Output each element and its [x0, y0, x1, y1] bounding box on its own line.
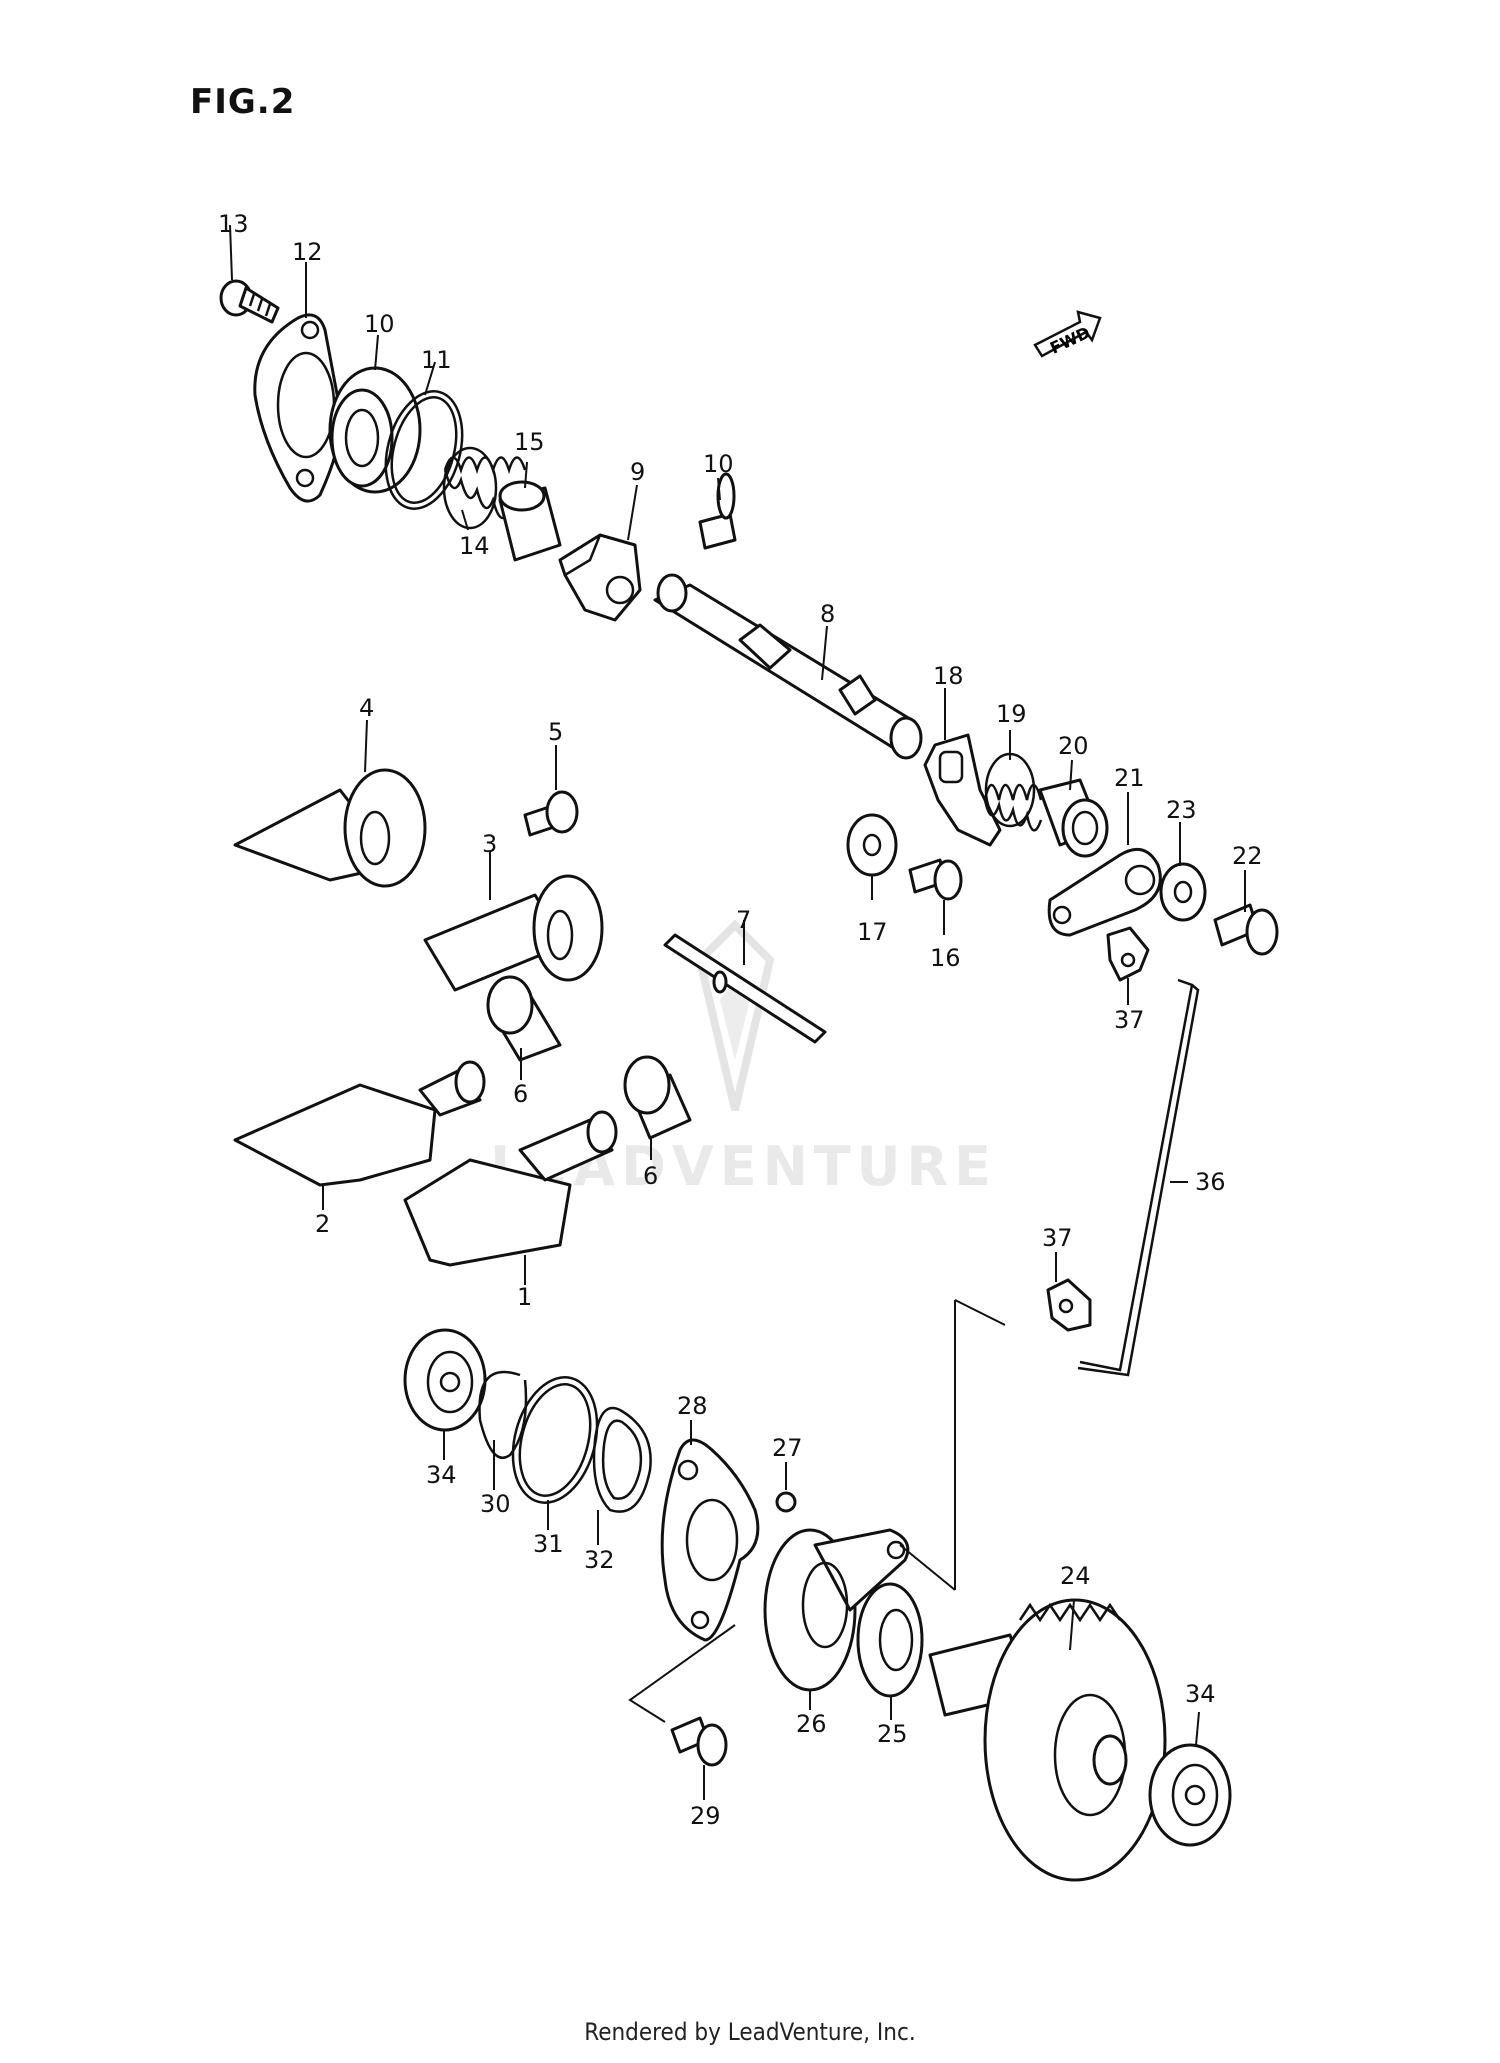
washer-26 — [856, 1582, 924, 1698]
ball-28 — [775, 1491, 797, 1513]
callout-18: 17 — [857, 918, 888, 946]
callout-2: 2 — [315, 1210, 330, 1238]
callout-29: 28 — [677, 1392, 708, 1420]
callout-22: 21 — [1114, 764, 1145, 792]
callout-25: 24 — [1060, 1562, 1091, 1590]
callout-34-left: 34 — [426, 1461, 457, 1489]
callout-10: 10 — [703, 450, 734, 478]
callout-7: 7 — [736, 906, 751, 934]
callout-24: 23 — [1166, 796, 1197, 824]
plate-29 — [660, 1438, 760, 1642]
fwd-arrow-icon: FWD — [1033, 310, 1102, 358]
lever-block-9 — [558, 533, 642, 622]
rod-35 — [1077, 978, 1200, 1377]
bolt-5 — [523, 790, 579, 837]
shaft-8 — [653, 573, 923, 760]
valve-3 — [423, 874, 604, 992]
callout-11: 10 — [364, 310, 395, 338]
guide-27 — [763, 1528, 910, 1692]
circlip-31 — [478, 1370, 528, 1459]
callout-8: 8 — [820, 600, 835, 628]
ring-32 — [511, 1376, 599, 1504]
callout-37: 37 — [1042, 1224, 1073, 1252]
callout-17: 16 — [930, 944, 961, 972]
figure-title: FIG.2 — [190, 82, 296, 122]
bolt-23 — [1213, 903, 1279, 956]
callout-20: 19 — [996, 700, 1027, 728]
callout-30: 29 — [690, 1802, 721, 1830]
callout-33: 32 — [584, 1546, 615, 1574]
collar-16 — [498, 480, 562, 562]
valve-1 — [403, 1110, 618, 1267]
callout-21: 20 — [1058, 732, 1089, 760]
collar-6-lower — [623, 1055, 692, 1140]
connector-lines — [628, 1299, 1006, 1723]
callout-9: 9 — [630, 458, 645, 486]
callout-4: 4 — [359, 694, 374, 722]
callout-19: 18 — [933, 662, 964, 690]
callout-14: 13 — [218, 210, 249, 238]
pin-7 — [663, 933, 827, 1044]
callout-6-upper: 6 — [513, 1080, 528, 1108]
plate-19 — [923, 733, 1002, 847]
valve-4 — [233, 768, 427, 888]
callout-3: 3 — [482, 830, 497, 858]
callout-15: 14 — [459, 532, 490, 560]
sleeve-21 — [1038, 778, 1109, 858]
callout-34-right: 34 — [1185, 1680, 1216, 1708]
seal-11 — [328, 366, 422, 494]
seal-33 — [592, 1406, 652, 1513]
bolt-14 — [219, 279, 280, 324]
callout-27: 26 — [796, 1710, 827, 1738]
footer-credit: Rendered by LeadVenture, Inc. — [584, 2018, 916, 2046]
clip-37 — [1046, 1278, 1092, 1332]
lever-22 — [1047, 847, 1162, 937]
callout-32: 31 — [533, 1530, 564, 1558]
callout-16: 15 — [514, 428, 545, 456]
callout-36: 37 — [1114, 1006, 1145, 1034]
bearing-34-right — [1148, 1743, 1232, 1847]
callout-26: 25 — [877, 1720, 908, 1748]
callout-1: 1 — [517, 1283, 532, 1311]
callout-labels: 13 12 10 11 14 15 9 10 8 18 19 20 21 23 … — [218, 210, 1263, 1830]
washer-24 — [1159, 862, 1207, 922]
callout-31: 30 — [480, 1490, 511, 1518]
collar-6-upper — [486, 975, 562, 1062]
screw-10 — [698, 472, 737, 550]
screw-17 — [908, 858, 963, 901]
callout-13: 12 — [292, 238, 323, 266]
valve-2 — [233, 1060, 486, 1187]
callout-35: 36 — [1195, 1168, 1226, 1196]
clip-36 — [1106, 926, 1150, 982]
callout-28: 27 — [772, 1434, 803, 1462]
screw-30 — [670, 1716, 728, 1767]
callout-23: 22 — [1232, 842, 1263, 870]
bearing-34-left — [403, 1328, 487, 1432]
callout-5: 5 — [548, 718, 563, 746]
washer-18 — [846, 813, 898, 877]
callout-6-lower: 6 — [643, 1162, 658, 1190]
gear-25 — [928, 1598, 1167, 1882]
callout-12: 11 — [421, 346, 452, 374]
gasket-13 — [253, 313, 343, 503]
leader-lines — [229, 224, 1246, 1800]
